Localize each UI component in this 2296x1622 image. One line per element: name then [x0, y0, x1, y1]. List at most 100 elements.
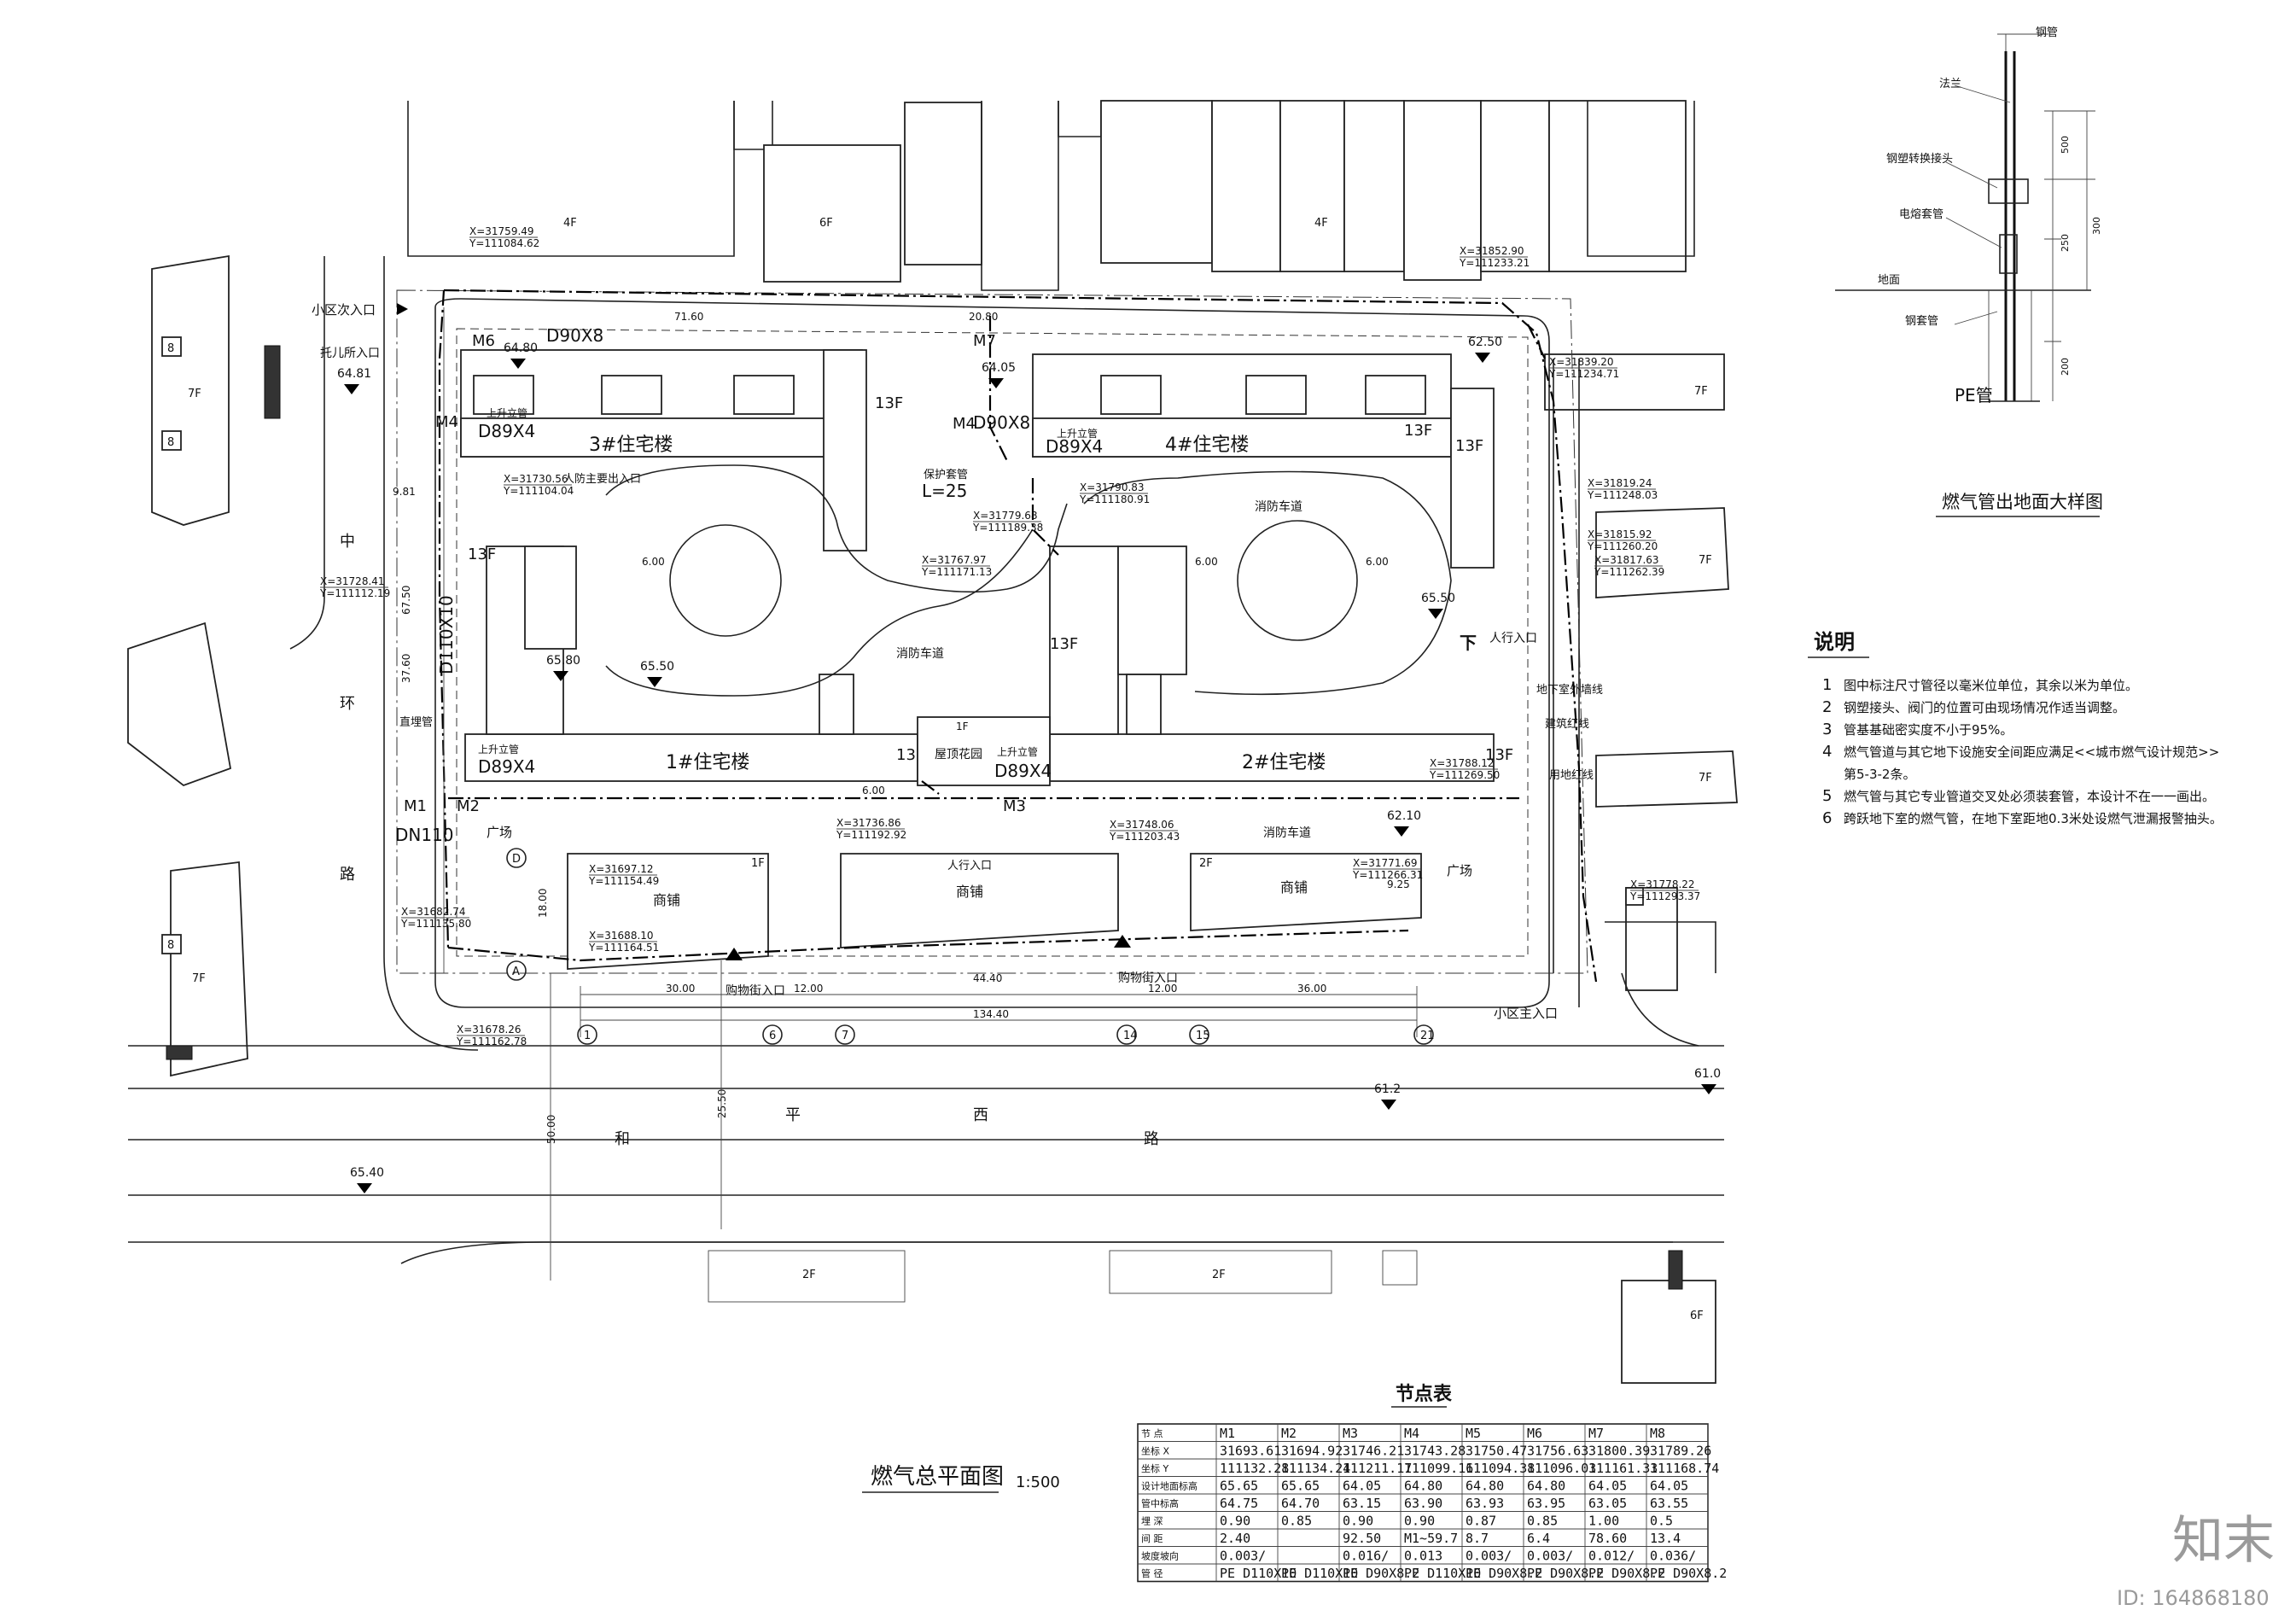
table-cell: PE D90X8.2	[1650, 1566, 1727, 1581]
coordinate-x: X=31767.97	[922, 554, 987, 566]
detail-title: 燃气管出地面大样图	[1942, 492, 2103, 512]
table-cell: 1.00	[1588, 1514, 1619, 1529]
dim-67-50: 67.50	[400, 586, 412, 615]
dim-44-40: 44.40	[973, 972, 1002, 984]
coordinate-labels: X=31759.49Y=111084.62X=31852.90Y=111233.…	[319, 225, 1700, 1047]
axis-bubble	[577, 1024, 597, 1045]
table-cell: 111099.16	[1404, 1461, 1473, 1476]
axis-bubble	[762, 1024, 783, 1045]
note-text: 图中标注尺寸管径以毫米位单位，其余以米为单位。	[1844, 678, 2138, 693]
entrance-arrow-icon	[1114, 935, 1131, 948]
table-cell: 63.05	[1588, 1496, 1627, 1511]
table-cell: 92.50	[1343, 1531, 1381, 1546]
table-cell: 31693.61	[1220, 1444, 1281, 1459]
table-cell: 31789.26	[1650, 1444, 1711, 1459]
note-number: 1	[1822, 676, 1832, 694]
table-cell: PE D90X8.2	[1466, 1566, 1542, 1581]
pipe-d110-label: D110X10	[436, 595, 457, 674]
road-name-heping-3: 西	[973, 1106, 988, 1124]
coordinate-x: X=31839.20	[1549, 356, 1614, 368]
node-m3-label: M3	[1003, 797, 1026, 815]
note-number: 4	[1822, 743, 1832, 761]
elevation-value: 65.50	[1421, 592, 1455, 605]
axis-number: 1	[584, 1030, 591, 1042]
shop-floors-2: 2F	[1199, 857, 1213, 870]
table-cell: 78.60	[1588, 1531, 1627, 1546]
table-cell: 111161.33	[1588, 1461, 1658, 1476]
detail-label-steel-pipe: 钢管	[2036, 26, 2058, 39]
coordinate-y: Y=111162.78	[456, 1036, 527, 1047]
table-cell: 0.003/	[1527, 1549, 1573, 1564]
floor-label-7f: 7F	[1699, 554, 1712, 567]
building-3: 3#住宅楼 13F	[460, 349, 903, 551]
table-row-label: 坐标 X	[1141, 1445, 1169, 1457]
building-1-floors: 13F	[468, 546, 496, 563]
table-cell: 8.7	[1466, 1531, 1489, 1546]
building-4: 4#住宅楼 13F 13F	[1032, 353, 1495, 569]
plan-scale: 1:500	[1016, 1473, 1060, 1491]
elevation-value: 62.50	[1468, 335, 1502, 349]
building-number-8: 8	[167, 939, 174, 952]
table-cell: 0.016/	[1343, 1549, 1389, 1564]
entrance-arrow-icon	[726, 948, 743, 960]
building-4-floors-2: 13F	[1404, 422, 1432, 440]
table-cell: 6.4	[1527, 1531, 1550, 1546]
basement-line-label: 地下室外墙线	[1536, 683, 1603, 697]
land-red-line-label: 用地红线	[1549, 768, 1594, 782]
table-row-label: 坐标 Y	[1141, 1462, 1168, 1474]
elevation-value: 65.40	[350, 1166, 384, 1180]
axis-bubble	[1413, 1024, 1434, 1045]
table-header-cell: M4	[1404, 1426, 1419, 1441]
axis-number: 14	[1123, 1030, 1138, 1042]
table-cell: M1~59.7	[1404, 1531, 1458, 1546]
dim-30: 30.00	[666, 983, 695, 995]
table-cell: PE D110X10	[1281, 1566, 1358, 1581]
note-text: 钢塑接头、阀门的位置可由现场情况作适当调整。	[1844, 700, 2125, 715]
civil-defense-label: 人防主要出入口	[563, 472, 641, 486]
coordinate-y: Y=111164.51	[588, 942, 659, 954]
coordinate-y: Y=111104.04	[503, 485, 574, 497]
table-cell: 0.90	[1220, 1514, 1250, 1529]
shop-entrance-label: 购物街入口	[726, 984, 785, 998]
dim-18: 18.00	[537, 889, 549, 918]
pipe-d89-label: D89X4	[478, 756, 535, 777]
building-2: 2#住宅楼 13F 13F	[1049, 546, 1513, 782]
square-label-2: 广场	[1447, 863, 1472, 878]
elevation-triangle-icon	[988, 378, 1004, 388]
table-cell: 63.55	[1650, 1496, 1688, 1511]
table-cell: PE D90X8.2	[1343, 1566, 1419, 1581]
dim-9-25: 9.25	[1387, 878, 1410, 890]
plan-title: 燃气总平面图	[871, 1464, 1004, 1490]
axis-bubble	[835, 1024, 855, 1045]
detail-dim-250: 250	[2060, 234, 2071, 252]
elevation-value: 64.80	[504, 341, 538, 355]
floor-label-7f: 7F	[192, 972, 206, 985]
node-m2-label: M2	[457, 797, 480, 815]
coordinate-x: X=31778.22	[1630, 878, 1695, 890]
context-buildings-left: 8 8 7F 8 7F	[127, 254, 281, 1077]
building-4-label: 4#住宅楼	[1165, 435, 1249, 456]
elevation-value: 61.0	[1694, 1067, 1721, 1081]
table-header-cell: M1	[1220, 1426, 1235, 1441]
elevation-triangle-icon	[344, 384, 359, 394]
riser-label: 上升立管	[487, 406, 527, 419]
coordinate-x: X=31730.56	[504, 473, 568, 485]
table-cell: 111168.74	[1650, 1461, 1719, 1476]
axis-number: 7	[842, 1030, 848, 1042]
coordinate-x: X=31697.12	[589, 863, 654, 875]
slope-label: L=25	[922, 481, 967, 501]
pipe-labels: D89X4 D89X4 D89X4 D89X4 D90X8 D90X8 D110…	[395, 325, 1103, 845]
table-header-cell: M6	[1527, 1426, 1542, 1441]
casing-label: 保护套管	[924, 468, 968, 481]
table-row-label: 节 点	[1141, 1428, 1163, 1439]
context-buildings-right: 7F 7F 7F 6F	[1544, 353, 1738, 1384]
shop-label: 商铺	[956, 884, 983, 900]
coordinate-x: X=31736.86	[836, 817, 901, 829]
coordinate-y: Y=111135.80	[400, 918, 471, 930]
building-2-floors-2: 13F	[1485, 746, 1513, 764]
table-cell: 64.05	[1650, 1479, 1688, 1494]
fire-lane-label: 消防车道	[1255, 499, 1302, 514]
axis-letter: D	[512, 853, 521, 866]
elevation-value: 65.80	[546, 654, 580, 668]
